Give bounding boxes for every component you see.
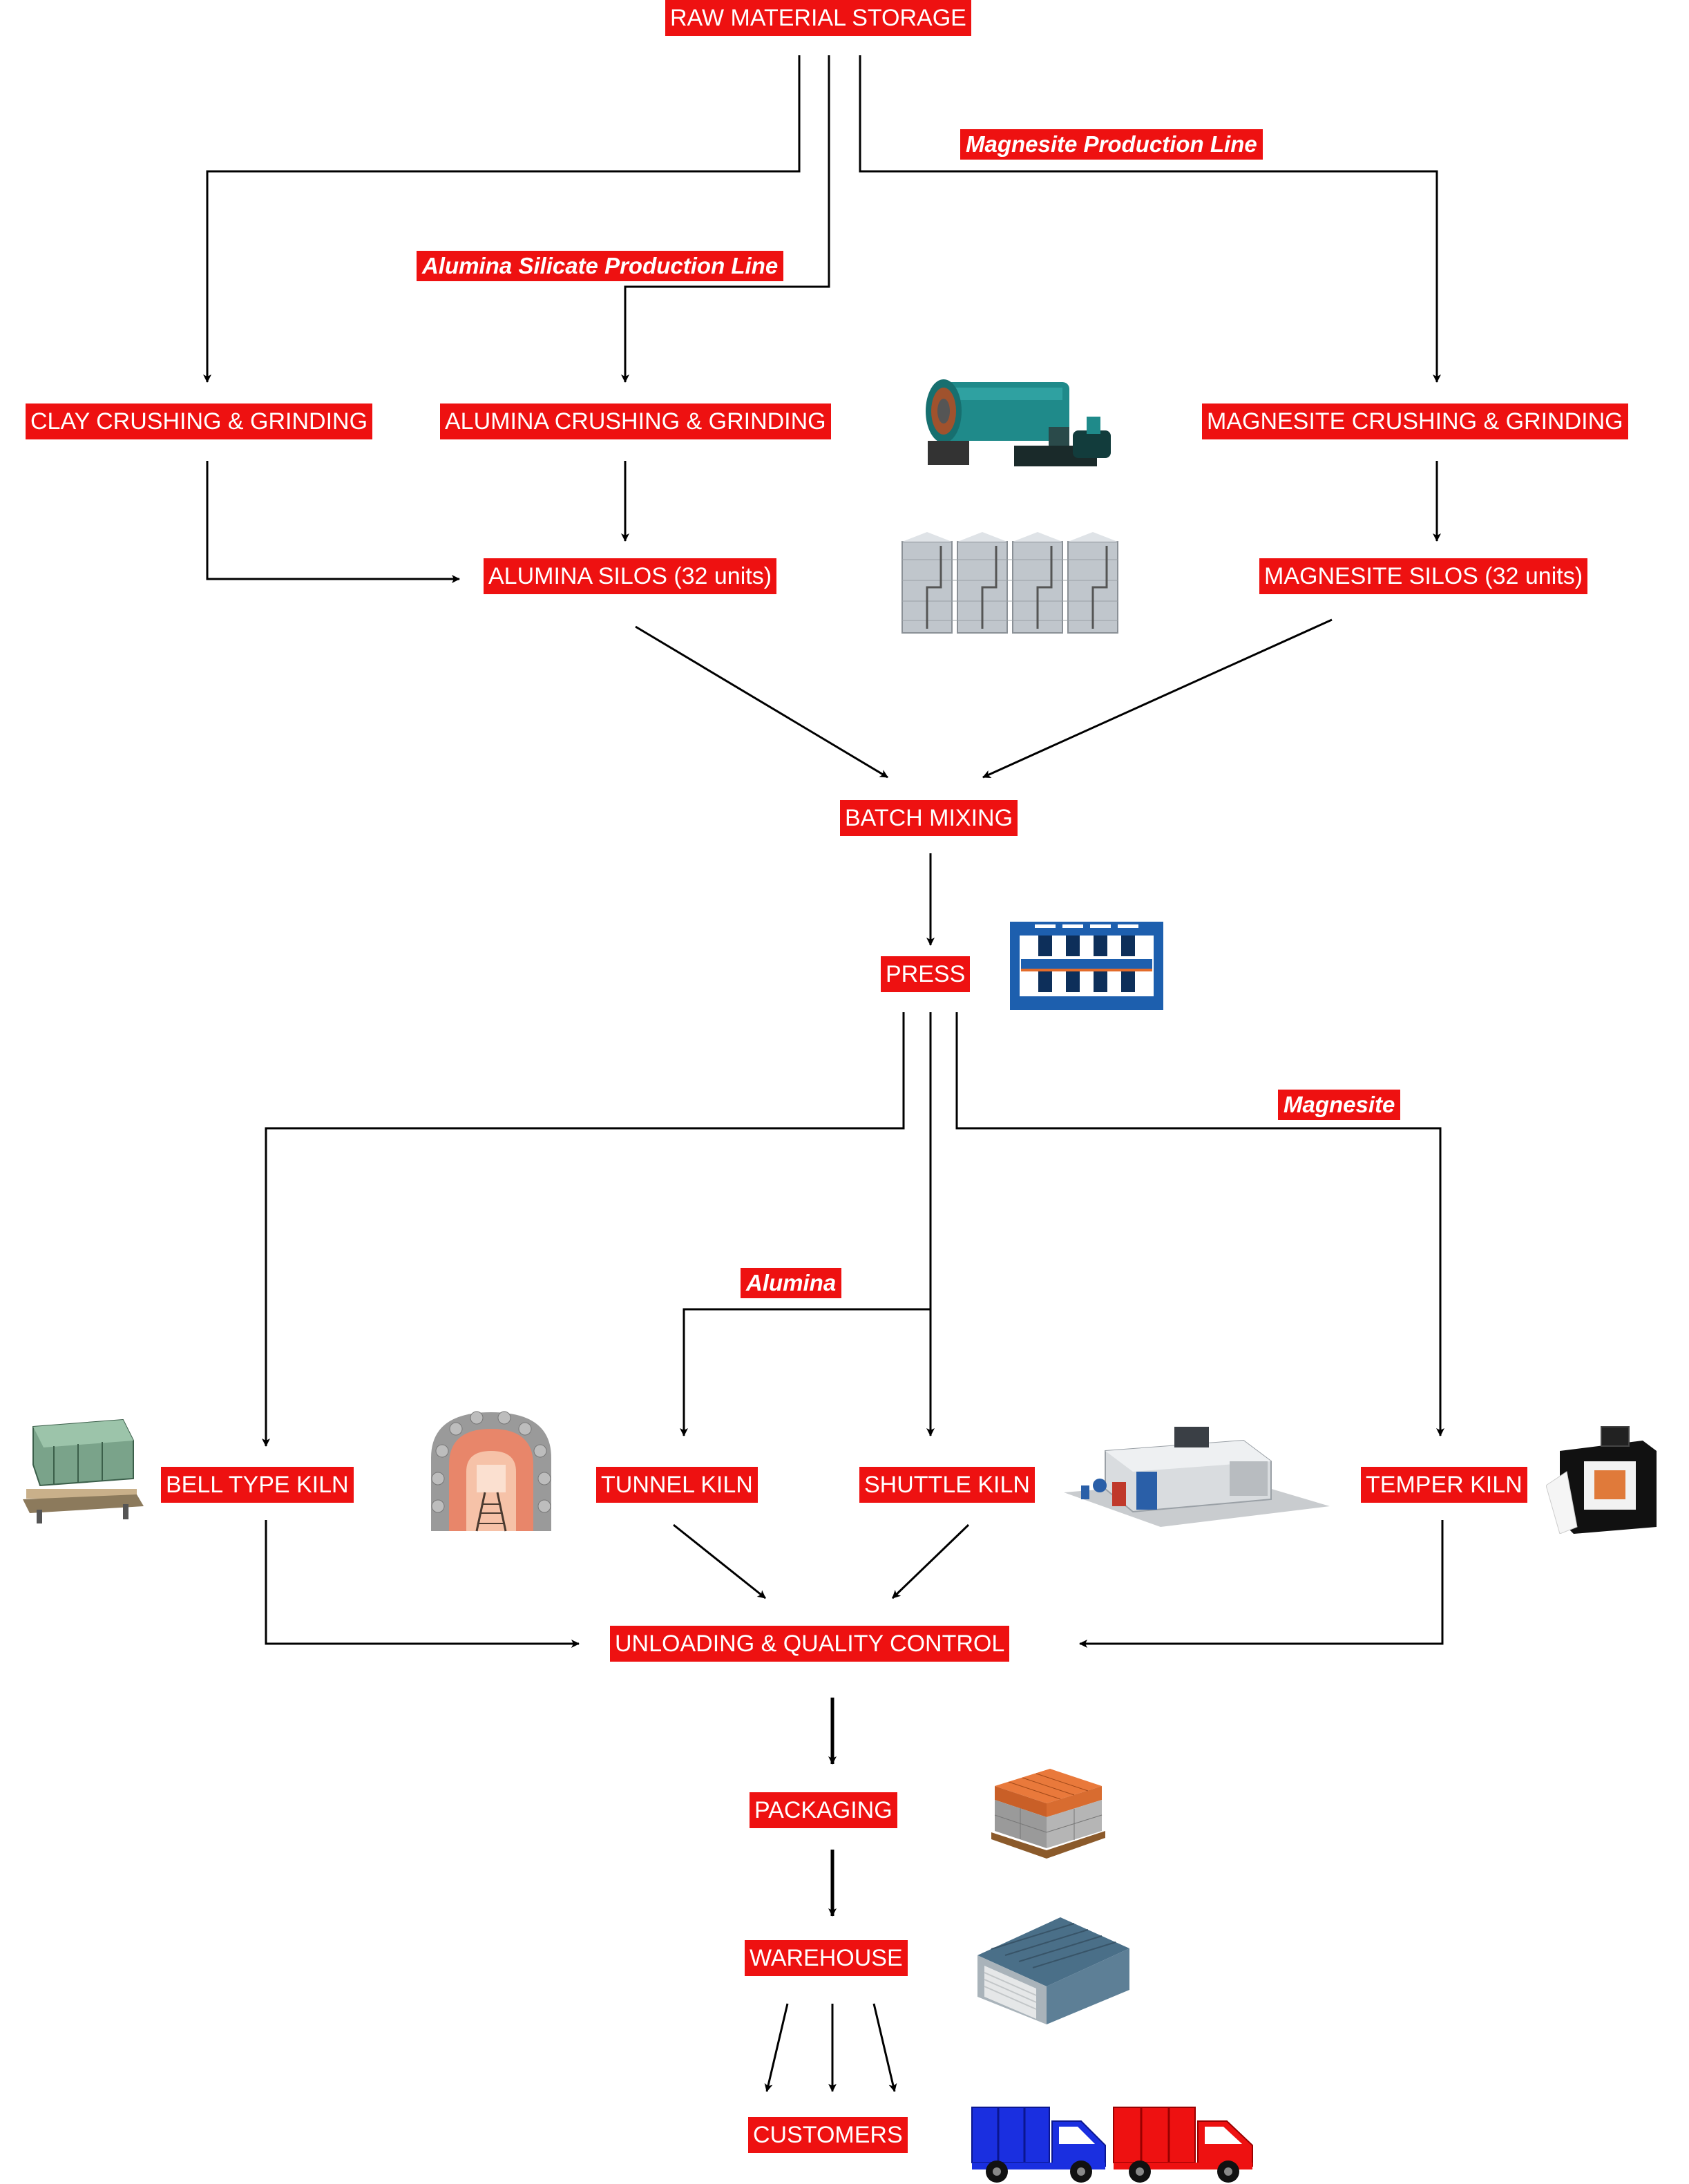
node-alumina-crushing: ALUMINA CRUSHING & GRINDING: [440, 403, 831, 439]
label-alumina-silicate-production-line: Alumina Silicate Production Line: [417, 251, 784, 281]
arrow-warehouse-to-customers-right: [872, 2003, 897, 2092]
blue-truck-icon: [971, 2107, 1106, 2183]
node-magnesite-crushing: MAGNESITE CRUSHING & GRINDING: [1202, 403, 1628, 439]
node-unloading-quality-control: UNLOADING & QUALITY CONTROL: [610, 1626, 1010, 1662]
label-magnesite-production-line: Magnesite Production Line: [960, 129, 1263, 160]
arrow-raw-to-alumina: [621, 55, 830, 383]
arrow-tunnel-to-unloading: [673, 1523, 766, 1599]
ball-mill-icon: [926, 379, 1111, 466]
node-shuttle-kiln: SHUTTLE KILN: [859, 1467, 1035, 1503]
silos-icon: [901, 532, 1118, 634]
node-tunnel-kiln: TUNNEL KILN: [596, 1467, 758, 1503]
node-bell-type-kiln: BELL TYPE KILN: [161, 1467, 354, 1503]
warehouse-icon: [977, 1917, 1129, 2024]
node-temper-kiln: TEMPER KILN: [1361, 1467, 1527, 1503]
node-customers: CUSTOMERS: [748, 2117, 908, 2153]
node-packaging: PACKAGING: [750, 1792, 897, 1828]
node-magnesite-silos: MAGNESITE SILOS (32 units): [1259, 558, 1588, 594]
temper-kiln-icon: [1546, 1426, 1657, 1534]
arrow-raw-to-clay: [203, 55, 801, 383]
red-truck-icon: [1113, 2107, 1253, 2183]
node-alumina-silos: ALUMINA SILOS (32 units): [484, 558, 777, 594]
arrow-mag-silos-to-mixing: [982, 618, 1333, 779]
arrow-alumina-silos-to-mixing: [635, 625, 888, 779]
node-raw-material-storage: RAW MATERIAL STORAGE: [665, 0, 971, 36]
arrow-temper-to-unloading: [1079, 1520, 1444, 1648]
arrow-press-to-temper: [955, 1012, 1444, 1436]
bell-kiln-icon: [23, 1418, 144, 1523]
node-warehouse: WAREHOUSE: [745, 1940, 908, 1976]
node-clay-crushing: CLAY CRUSHING & GRINDING: [26, 403, 373, 439]
arrow-bell-to-unloading: [265, 1520, 580, 1648]
arrow-raw-to-magnesite: [859, 55, 1441, 383]
node-batch-mixing: BATCH MIXING: [840, 800, 1018, 836]
label-magnesite: Magnesite: [1278, 1090, 1401, 1120]
press-machine-icon: [1010, 922, 1163, 1010]
shuttle-kiln-icon: [1064, 1427, 1330, 1527]
tunnel-kiln-icon: [431, 1411, 551, 1532]
arrow-press-to-bell: [262, 1012, 905, 1447]
arrow-press-to-tunnel: [680, 1308, 931, 1436]
arrow-warehouse-to-customers-left: [764, 2003, 789, 2092]
label-alumina: Alumina: [741, 1268, 842, 1298]
pallet-icon: [991, 1769, 1105, 1859]
arrow-clay-to-alumina-silos: [206, 461, 460, 583]
arrow-shuttle-to-unloading: [891, 1523, 970, 1599]
node-press: PRESS: [881, 956, 971, 992]
